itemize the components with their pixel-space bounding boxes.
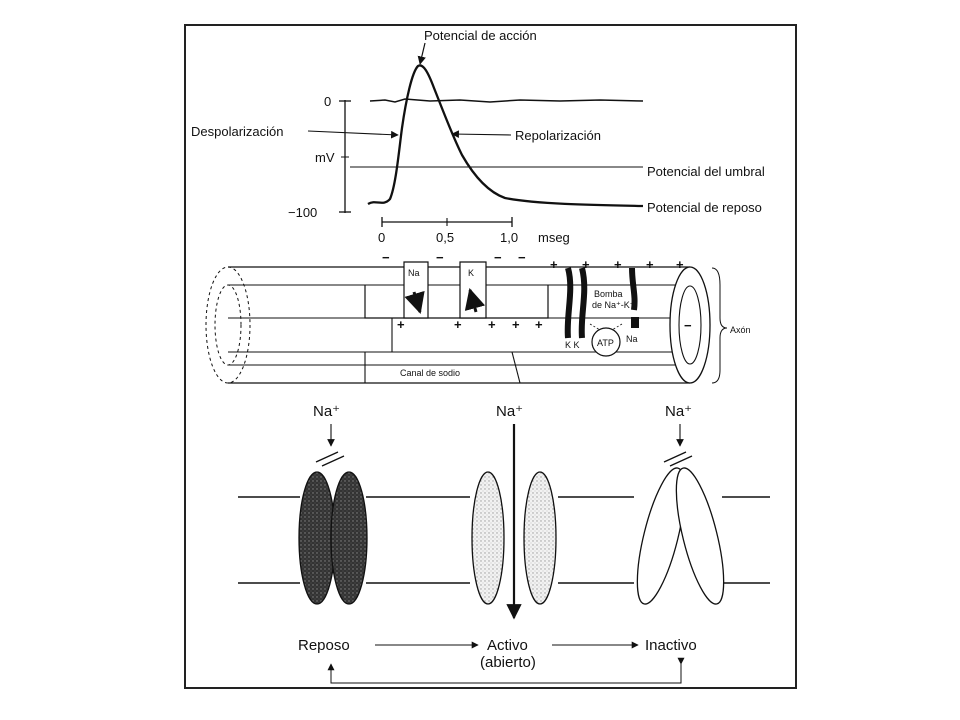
pump-k-label: K K (565, 340, 580, 350)
outer-charges: − − − − + + + + + (382, 250, 684, 272)
repolarization-arrow (451, 130, 512, 138)
charge-plus: + (550, 257, 558, 272)
charge-plus: + (646, 257, 654, 272)
charge-plus: + (512, 317, 520, 332)
axon-label: Axón (730, 325, 751, 335)
block-mark-inactive (663, 451, 687, 463)
action-potential-graph: Potencial de acción 0 −100 mV 0 0,5 1,0 … (191, 28, 765, 245)
pump-na-label: Na (626, 334, 638, 344)
inactive-to-rest-arrow (327, 660, 682, 684)
threshold-label: Potencial del umbral (647, 164, 765, 179)
charge-minus: − (518, 250, 526, 265)
depolarization-arrow (307, 130, 399, 139)
na-channel-label: Na (408, 268, 420, 278)
charge-plus: + (582, 257, 590, 272)
depolarization-label: Despolarización (191, 124, 284, 139)
charge-plus: + (614, 257, 622, 272)
charge-plus: + (676, 257, 684, 272)
atp-label: ATP (597, 338, 614, 348)
state-rest-label: Reposo (298, 637, 350, 654)
active-state-channel (471, 471, 557, 605)
charge-plus: + (535, 317, 543, 332)
pump-label-2: de Na⁺-K⁺ (592, 300, 635, 310)
charge-minus: − (494, 250, 502, 265)
pump-label-1: Bomba (594, 289, 623, 299)
sodium-canal-label: Canal de sodio (400, 368, 460, 378)
charge-plus: + (454, 317, 462, 332)
k-channel-label: K (468, 268, 474, 278)
channel-states: Na⁺ Na⁺ Na⁺ Reposo Activo (abierto) Inac… (238, 403, 770, 684)
atp-circle (591, 327, 621, 357)
repolarization-label: Repolarización (515, 128, 601, 143)
ion-label-rest: Na⁺ (313, 403, 340, 420)
y-unit-label: mV (315, 150, 335, 165)
x-unit-label: mseg (538, 230, 570, 245)
x-tick-label-05: 0,5 (436, 230, 454, 245)
charge-plus: + (397, 317, 405, 332)
x-tick-label-0: 0 (378, 230, 385, 245)
pump-na-strand (629, 267, 638, 311)
pump-k-strand-2 (578, 267, 588, 339)
charge-plus: + (488, 317, 496, 332)
inner-charges: + + + + + − (397, 317, 692, 333)
rest-state-channel (298, 471, 368, 605)
state-inactive-label: Inactivo (645, 637, 697, 654)
zero-baseline (369, 98, 644, 103)
y-tick-label-0: 0 (324, 94, 331, 109)
y-tick-label-minus100: −100 (288, 205, 317, 220)
ion-label-active: Na⁺ (496, 403, 523, 420)
charge-minus: − (436, 250, 444, 265)
peak-arrow (417, 42, 426, 65)
charge-minus: − (684, 318, 692, 333)
block-mark-rest (321, 455, 345, 467)
action-potential-curve (367, 64, 644, 208)
state-active-label: Activo (487, 637, 528, 654)
charge-minus: − (382, 250, 390, 265)
resting-label: Potencial de reposo (647, 200, 762, 215)
block-mark-inactive (669, 455, 693, 467)
pump-k-strand-1 (564, 267, 574, 339)
x-tick-label-10: 1,0 (500, 230, 518, 245)
action-potential-title: Potencial de acción (424, 28, 537, 43)
block-mark-rest (315, 451, 339, 463)
axon-diagram (205, 261, 728, 384)
ion-label-inactive: Na⁺ (665, 403, 692, 420)
inactive-state-channel (636, 467, 725, 605)
state-active-sublabel: (abierto) (480, 654, 536, 671)
